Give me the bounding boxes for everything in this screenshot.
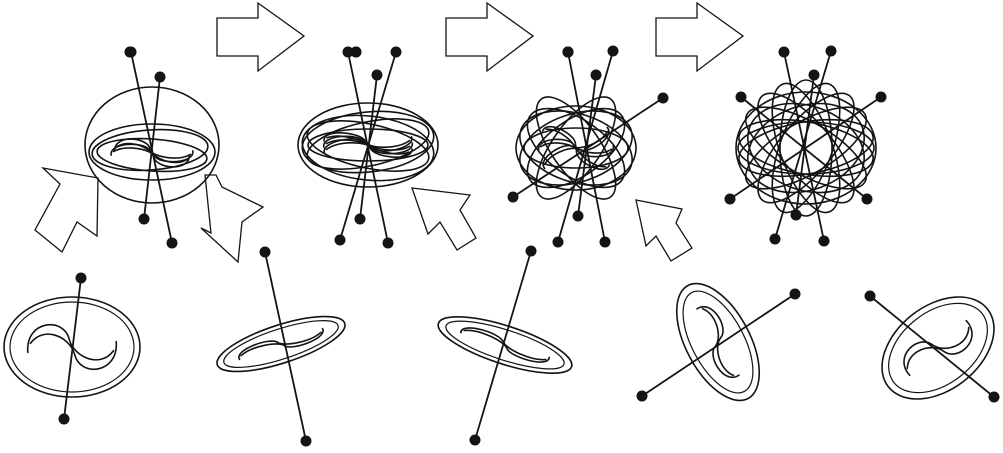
rod-end-ball — [637, 391, 648, 402]
rod-end-ball — [819, 236, 830, 247]
rod-end-ball — [470, 435, 481, 446]
rod-end-ball — [59, 414, 70, 425]
rod-end-ball — [862, 194, 873, 205]
rod-end-ball — [155, 72, 166, 83]
rod-end-ball — [167, 238, 178, 249]
rod-end-ball — [790, 289, 801, 300]
rod-end-ball — [301, 436, 312, 447]
insertion-arrow-1 — [35, 168, 98, 252]
component-rod — [642, 294, 795, 396]
rod-end-ball — [573, 211, 584, 222]
rod-end-ball — [563, 47, 574, 58]
rod-end-ball — [139, 214, 150, 225]
component-rod — [870, 296, 994, 397]
inner-s-curve — [459, 324, 551, 367]
rod-end-ball — [76, 273, 87, 284]
rod-end-ball — [989, 392, 1000, 403]
rod-end-ball — [355, 214, 366, 225]
component-rod — [64, 278, 81, 419]
rod-end-ball — [553, 237, 564, 248]
rod-end-ball — [725, 194, 736, 205]
rod-end-ball — [335, 235, 346, 246]
rod-end-ball — [608, 46, 619, 57]
rod-end-ball — [260, 247, 271, 258]
rod-end-ball — [791, 210, 802, 221]
rod-end-ball — [770, 234, 781, 245]
component-1 — [4, 273, 140, 425]
rod-end-ball — [809, 70, 820, 81]
component-2 — [211, 247, 350, 447]
rod-end-ball — [658, 93, 669, 104]
rod-end-ball — [865, 291, 876, 302]
rod-end-ball — [125, 47, 136, 58]
component-4 — [637, 270, 801, 413]
assembly-step-4 — [725, 46, 887, 247]
rod — [775, 51, 831, 239]
rod — [578, 75, 596, 216]
assembly-step-2 — [298, 47, 438, 249]
rod-end-ball — [526, 246, 537, 257]
insertion-arrow-3 — [412, 188, 476, 250]
insertion-arrow-2 — [201, 175, 263, 262]
assembly-step-1 — [85, 47, 219, 249]
insertion-arrow-4 — [636, 200, 692, 261]
component-5 — [862, 276, 1003, 420]
rod-end-ball — [391, 47, 402, 58]
component-3 — [433, 246, 578, 446]
rod-end-ball — [826, 46, 837, 57]
rod-end-ball — [372, 70, 383, 81]
sequence-arrow-1 — [217, 3, 304, 71]
rod-end-ball — [508, 192, 519, 203]
rod-end-ball — [351, 47, 362, 58]
rod-end-ball — [591, 70, 602, 81]
sequence-arrow-3 — [656, 3, 743, 71]
rod-end-ball — [779, 47, 790, 58]
rod-end-ball — [600, 237, 611, 248]
sequence-arrow-2 — [446, 3, 533, 71]
component-rod — [265, 252, 306, 441]
rod-end-ball — [876, 92, 887, 103]
component-rod — [475, 251, 531, 440]
rod-end-ball — [383, 238, 394, 249]
sequence-arrows — [217, 3, 743, 71]
rod-end-ball — [736, 92, 747, 103]
